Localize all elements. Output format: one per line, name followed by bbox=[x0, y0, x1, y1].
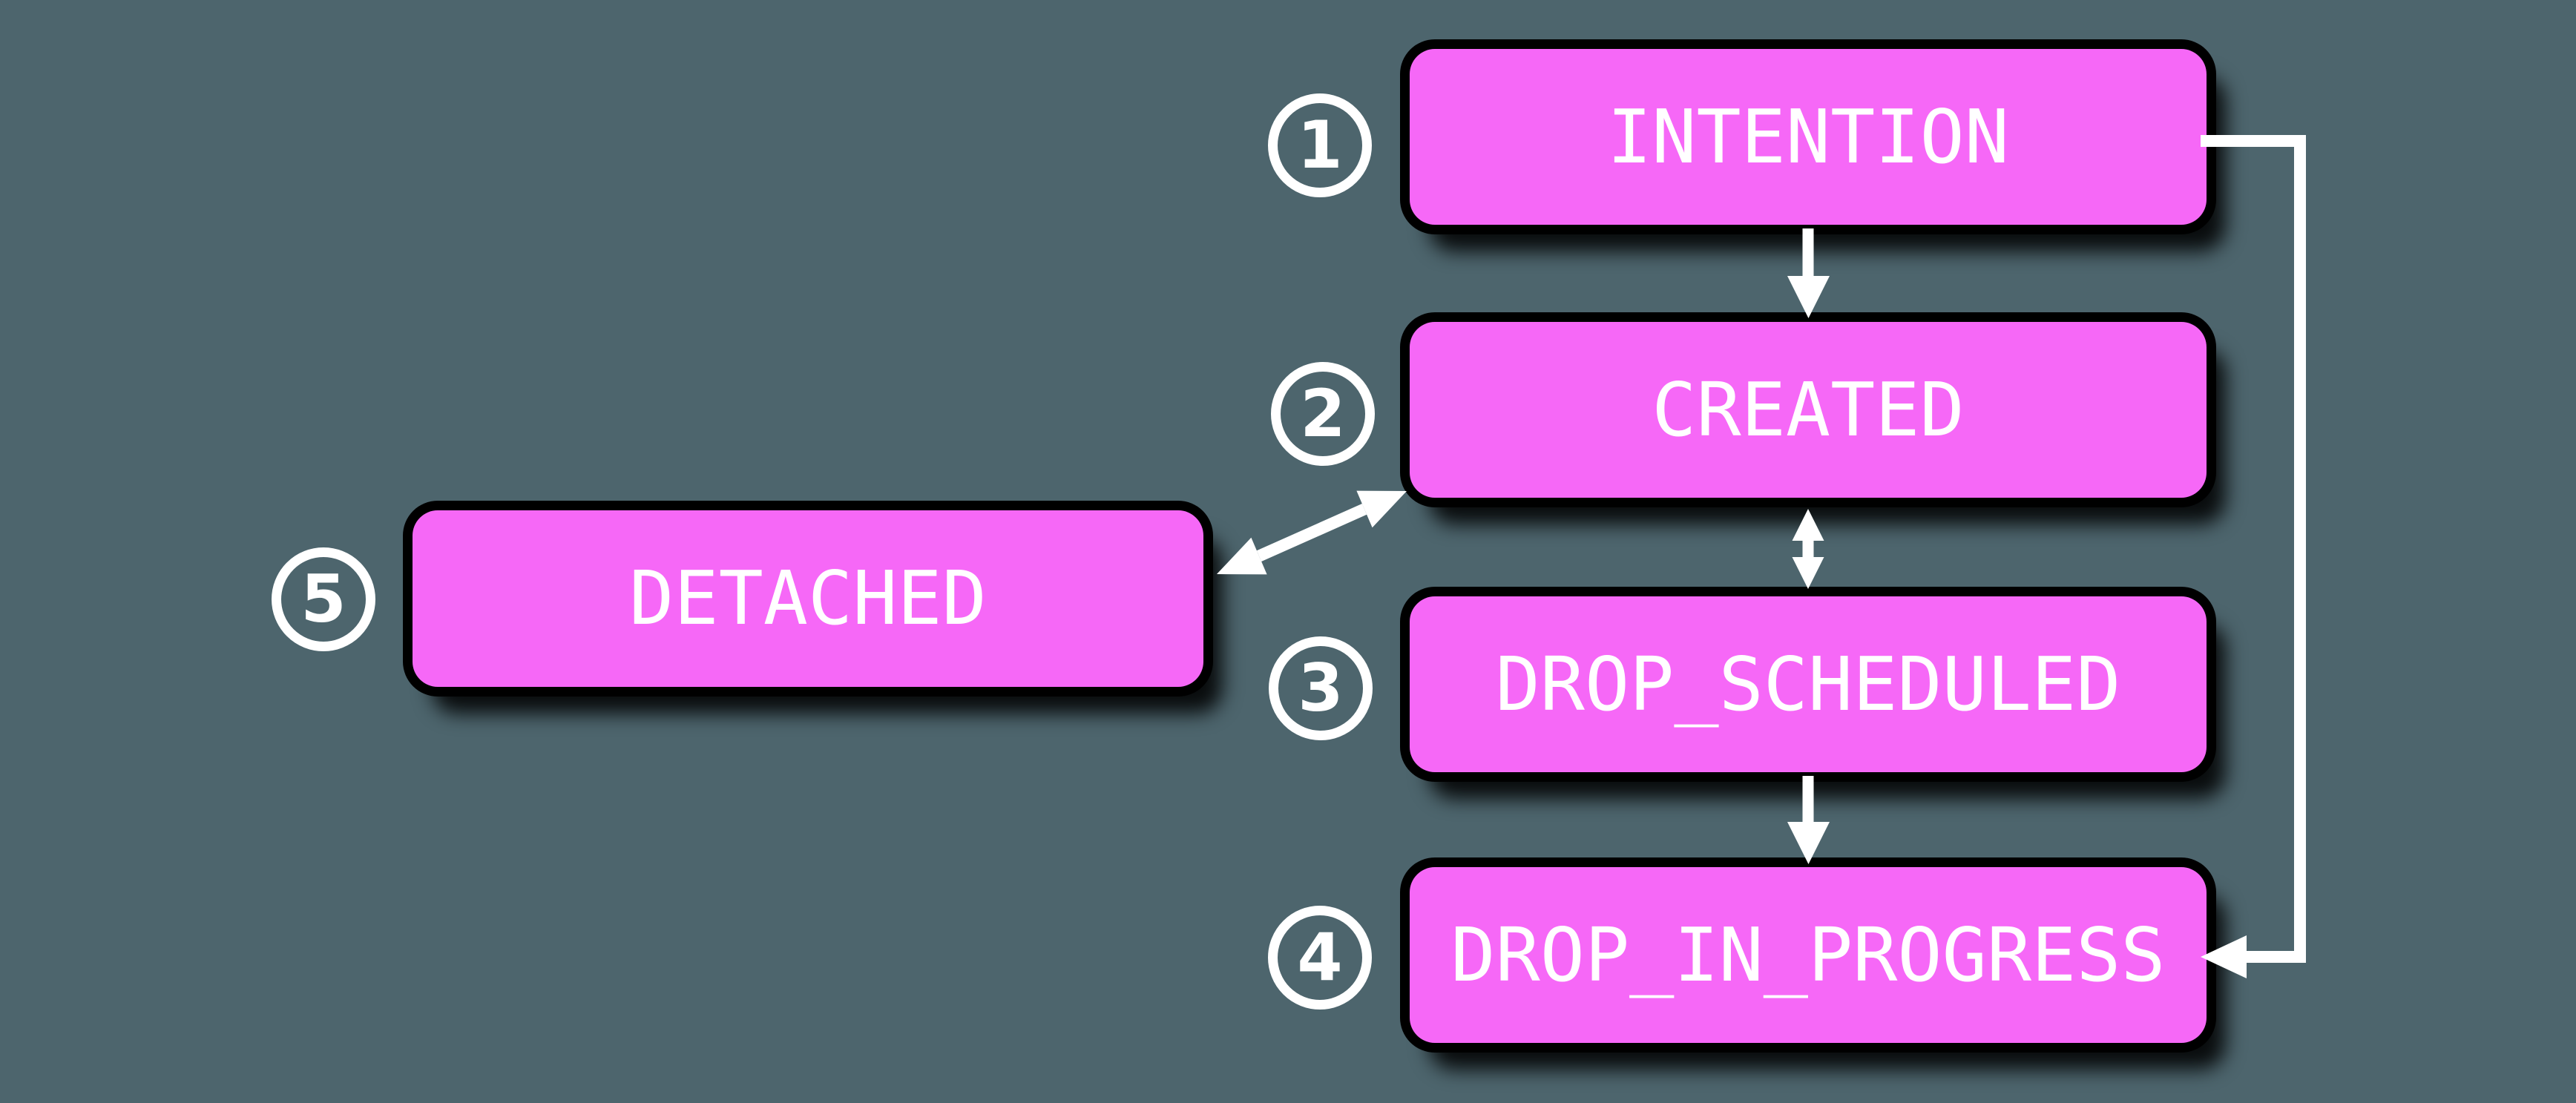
arrow-intention-to-drop-in-progress-elbow-icon bbox=[2201, 135, 2306, 978]
step-number-2-badge: 2 bbox=[1271, 362, 1375, 466]
arrow-created-detached-bidirectional-icon bbox=[1217, 490, 1407, 575]
state-label-created: CREATED bbox=[1652, 366, 1965, 453]
state-box-detached: DETACHED bbox=[413, 510, 1203, 687]
state-box-drop-scheduled: DROP_SCHEDULED bbox=[1410, 596, 2207, 772]
step-number-5-badge: 5 bbox=[272, 547, 375, 651]
state-box-drop-in-progress: DROP_IN_PROGRESS bbox=[1410, 867, 2207, 1043]
step-number-3-badge: 3 bbox=[1269, 636, 1373, 740]
step-number-1-label: 1 bbox=[1297, 107, 1343, 183]
arrow-created-drop-scheduled-bidirectional-icon bbox=[1792, 509, 1824, 589]
state-label-intention: INTENTION bbox=[1607, 93, 2009, 180]
state-label-drop-in-progress: DROP_IN_PROGRESS bbox=[1450, 911, 2166, 998]
step-number-4-badge: 4 bbox=[1268, 906, 1372, 1010]
step-number-3-label: 3 bbox=[1298, 650, 1344, 726]
arrow-intention-to-created-icon bbox=[1787, 228, 1830, 318]
state-box-intention: INTENTION bbox=[1410, 49, 2207, 225]
arrow-drop-scheduled-to-drop-in-progress-icon bbox=[1787, 776, 1830, 864]
step-number-4-label: 4 bbox=[1297, 919, 1343, 995]
step-number-1-badge: 1 bbox=[1268, 93, 1372, 197]
state-label-drop-scheduled: DROP_SCHEDULED bbox=[1495, 640, 2121, 728]
step-number-2-label: 2 bbox=[1300, 375, 1346, 452]
step-number-5-label: 5 bbox=[300, 561, 346, 637]
state-box-created: CREATED bbox=[1410, 322, 2207, 498]
state-label-detached: DETACHED bbox=[629, 555, 987, 642]
